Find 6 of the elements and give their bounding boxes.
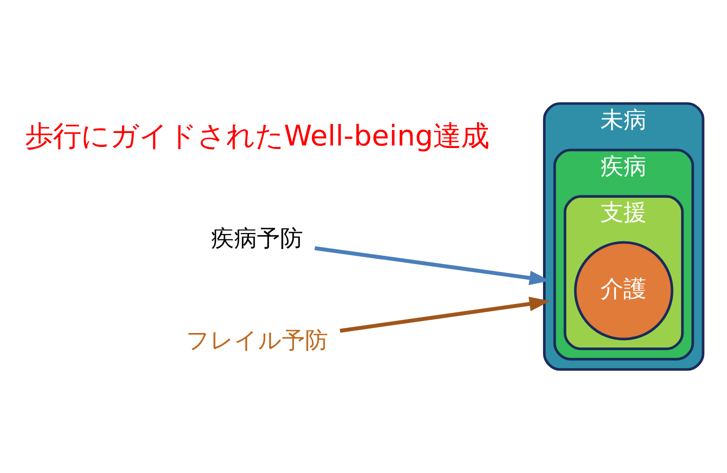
node-text: 疾病予防 bbox=[211, 225, 303, 252]
node-circle: 介護 bbox=[574, 241, 674, 340]
label: 歩行にガイドされたWell-being達成 bbox=[24, 120, 490, 153]
arrow bbox=[314, 246, 550, 286]
node-text: フレイル予防 bbox=[186, 327, 328, 354]
arrow bbox=[340, 296, 550, 333]
